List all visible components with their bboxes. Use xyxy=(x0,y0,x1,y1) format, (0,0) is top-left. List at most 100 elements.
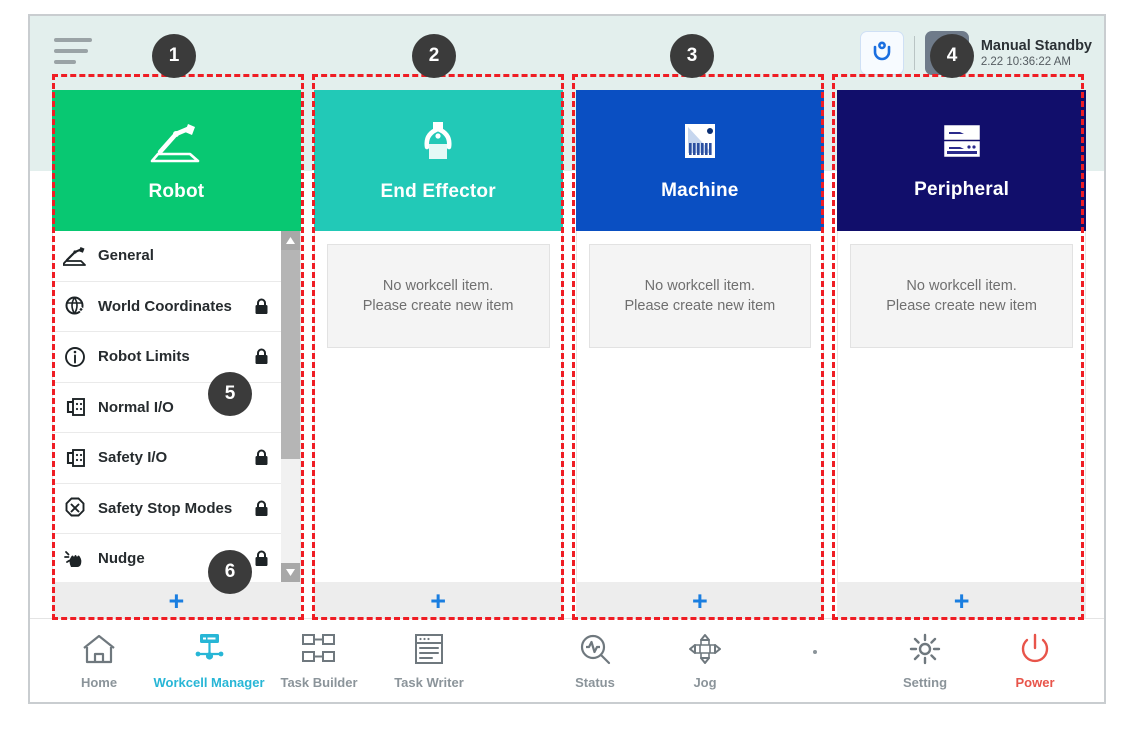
robot-arm-icon[interactable] xyxy=(859,31,904,75)
card-body-peripheral: No workcell item. Please create new item xyxy=(837,231,1086,582)
card-header-robot[interactable]: Robot xyxy=(52,90,301,231)
plus-icon: + xyxy=(430,585,447,616)
add-end-effector-button[interactable]: + xyxy=(313,582,563,620)
card-peripheral: Peripheral No workcell item. Please crea… xyxy=(837,90,1086,620)
card-end-effector: End Effector No workcell item. Please cr… xyxy=(313,90,563,620)
nav-item-home[interactable]: Home xyxy=(44,630,154,690)
nav-item-power[interactable]: Power xyxy=(980,630,1090,690)
nav-item-jog[interactable]: Jog xyxy=(650,630,760,690)
hamburger-line xyxy=(54,49,88,53)
card-header-machine[interactable]: Machine xyxy=(575,90,825,231)
card-header-peripheral[interactable]: Peripheral xyxy=(837,90,1086,231)
card-machine: Machine No workcell item. Please create … xyxy=(575,90,825,620)
scroll-down-icon[interactable] xyxy=(280,563,300,582)
io-port-icon xyxy=(59,396,91,418)
scroll-up-icon[interactable] xyxy=(280,231,300,250)
nav-item-task-builder[interactable]: Task Builder xyxy=(264,630,374,690)
empty-state: No workcell item. Please create new item xyxy=(326,244,550,348)
plus-icon: + xyxy=(953,585,970,616)
empty-state: No workcell item. Please create new item xyxy=(588,244,812,348)
callout-badge-2: 2 xyxy=(412,34,456,78)
nav-left-group: Home Workcell Manager Task Builder Task Wri… xyxy=(44,630,484,690)
list-item-safety-i-o[interactable]: Safety I/O xyxy=(53,433,281,484)
nav-separator-dot xyxy=(760,630,870,690)
gear-icon xyxy=(908,630,942,668)
empty-line-1: No workcell item. xyxy=(382,278,494,294)
empty-line-1: No workcell item. xyxy=(906,278,1017,294)
empty-line-2: Please create new item xyxy=(362,298,514,314)
power-icon xyxy=(1019,630,1051,668)
app-window: Manual Standby 2.22 10:36:22 AM Robot xyxy=(28,14,1106,704)
empty-line-2: Please create new item xyxy=(624,298,776,314)
callout-badge-4: 4 xyxy=(930,34,974,78)
card-title: Robot xyxy=(148,181,205,202)
nav-item-label: Jog xyxy=(693,675,717,690)
nav-item-label: Power xyxy=(1015,675,1055,690)
lock-icon xyxy=(253,298,271,315)
list-item-label: World Coordinates xyxy=(98,297,232,315)
task-writer-icon xyxy=(414,630,444,668)
list-item-general[interactable]: General xyxy=(53,231,281,282)
lock-icon xyxy=(253,500,271,517)
status-datetime: 2.22 10:36:22 AM xyxy=(980,55,1071,68)
nav-item-label: Setting xyxy=(902,675,948,690)
card-body-end-effector: No workcell item. Please create new item xyxy=(313,231,563,582)
hamburger-menu-icon[interactable] xyxy=(54,38,98,72)
nav-item-setting[interactable]: Setting xyxy=(870,630,980,690)
globe-axes-icon xyxy=(59,295,91,318)
list-item-label: Safety I/O xyxy=(98,449,168,467)
add-robot-button[interactable]: + xyxy=(52,582,301,620)
empty-line-1: No workcell item. xyxy=(644,278,756,294)
robot-arm-icon xyxy=(150,118,202,169)
jog-dpad-icon xyxy=(688,630,722,668)
list-item-world-coordinates[interactable]: World Coordinates xyxy=(53,281,281,332)
nav-item-label: Home xyxy=(80,675,118,690)
scrollbar-thumb[interactable] xyxy=(280,250,300,459)
nav-item-status[interactable]: Status xyxy=(540,630,650,690)
lock-icon xyxy=(253,348,271,365)
robot-arm-icon xyxy=(59,245,91,267)
bottom-navbar: Home Workcell Manager Task Builder Task Wri… xyxy=(30,618,1104,702)
status-scope-icon xyxy=(578,630,612,668)
add-peripheral-button[interactable]: + xyxy=(837,582,1086,620)
nav-item-label: Workcell Manager xyxy=(153,675,265,690)
hamburger-line xyxy=(54,60,76,64)
list-item-label: Normal I/O xyxy=(98,398,174,416)
io-port-icon xyxy=(59,447,91,469)
plus-icon: + xyxy=(691,585,708,616)
card-header-end-effector[interactable]: End Effector xyxy=(313,90,563,231)
list-item-label: Robot Limits xyxy=(98,348,190,366)
hamburger-line xyxy=(54,38,92,42)
header-status-area: Manual Standby 2.22 10:36:22 AM xyxy=(859,31,1092,75)
server-rack-icon xyxy=(938,120,986,167)
robot-list-scrollbar[interactable] xyxy=(280,231,300,582)
plus-icon: + xyxy=(168,585,185,616)
nav-item-label: Status xyxy=(575,675,615,690)
card-body-machine: No workcell item. Please create new item xyxy=(575,231,825,582)
list-item-label: Safety Stop Modes xyxy=(98,499,233,517)
list-item-safety-stop-modes[interactable]: Safety Stop Modes xyxy=(53,483,281,534)
empty-state: No workcell item. Please create new item xyxy=(850,244,1073,348)
gripper-icon xyxy=(416,118,460,169)
callout-badge-3: 3 xyxy=(670,34,714,78)
list-item-label: Nudge xyxy=(98,550,145,568)
card-title: Peripheral xyxy=(914,179,1010,200)
machine-panel-icon xyxy=(677,119,723,168)
nav-item-workcell-manager[interactable]: Workcell Manager xyxy=(153,630,265,690)
add-machine-button[interactable]: + xyxy=(575,582,825,620)
list-item-robot-limits[interactable]: Robot Limits xyxy=(53,332,281,383)
limits-circle-icon xyxy=(59,346,91,368)
nav-item-task-writer[interactable]: Task Writer xyxy=(374,630,484,690)
header-divider xyxy=(913,36,915,70)
status-text: Manual Standby 2.22 10:36:22 AM xyxy=(979,37,1092,70)
nav-right-group: Status Jog Setting Power xyxy=(540,630,1090,690)
card-title: Machine xyxy=(661,180,739,201)
lock-icon xyxy=(253,449,271,466)
callout-badge-6: 6 xyxy=(208,550,252,594)
callout-badge-5: 5 xyxy=(208,372,252,416)
nav-item-label: Task Builder xyxy=(280,675,358,690)
